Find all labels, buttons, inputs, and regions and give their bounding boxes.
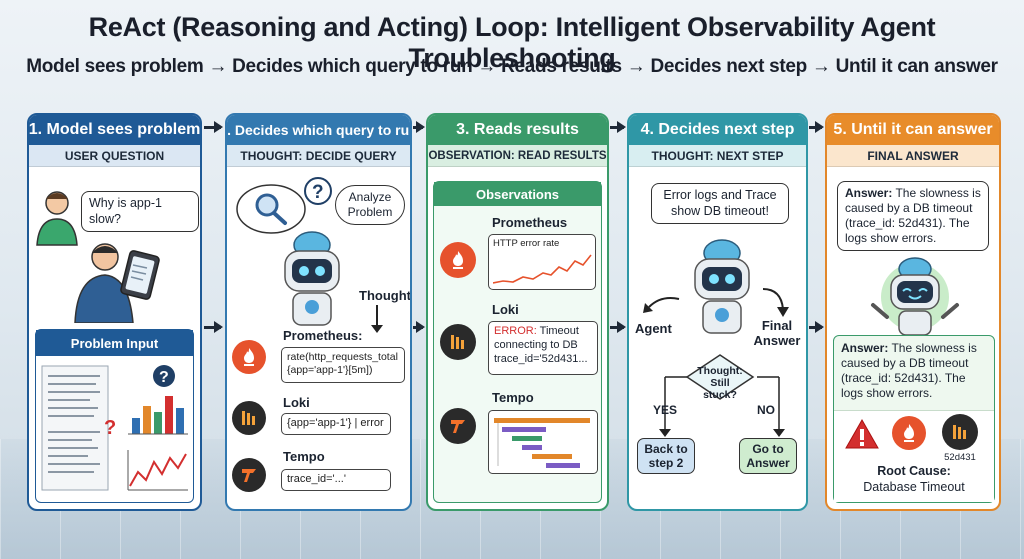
decision-branches (659, 376, 785, 437)
magnifier-thought-icon (236, 184, 306, 234)
loki-icon (942, 414, 978, 450)
prometheus-icon (232, 340, 266, 374)
svg-text:?: ? (159, 369, 169, 386)
step-4-panel: 4. Decides next step THOUGHT: NEXT STEP … (627, 113, 808, 511)
observation-tool-label-loki: Loki (492, 302, 519, 317)
flow-arrow-mid-3-4 (610, 321, 626, 333)
robot-agent-icon (284, 231, 340, 326)
step-4-subheader: THOUGHT: NEXT STEP (629, 145, 806, 167)
user-avatar-icon (36, 191, 78, 246)
root-cause-label: Root Cause: (877, 464, 951, 478)
final-answer-bold: Answer: (841, 341, 889, 355)
flow-arrow-mid-2-3 (413, 321, 425, 333)
prometheus-query-box: rate(http_requests_total{app='app-1'}[5m… (281, 347, 405, 383)
diagram-subtitle: Model sees problem → Decides which query… (26, 56, 998, 77)
problem-input-title: Problem Input (36, 330, 193, 356)
query-tool-label-prometheus: Prometheus: (283, 328, 363, 343)
tempo-query-box: trace_id='...' (281, 469, 391, 491)
error-rate-sparkline (493, 254, 592, 284)
step-5-header: 5. Until it can answer (827, 115, 999, 145)
tempo-icon (440, 408, 476, 444)
observations-title: Observations (434, 182, 601, 206)
problem-input-card: Problem Input ? ? (35, 329, 194, 503)
happy-robot-icon (871, 257, 959, 336)
observation-tool-label-tempo: Tempo (492, 390, 534, 405)
flow-arrow-mid-1-2 (204, 321, 223, 333)
step-3-header: 3. Reads results (428, 115, 607, 145)
no-label: NO (757, 403, 775, 417)
final-answer-card: Answer: The slowness is caused by a DB t… (833, 335, 995, 503)
insight-bubble: Error logs and Trace show DB timeout! (651, 183, 789, 225)
decision-text: Thought: Still stuck? (697, 365, 743, 402)
answer-bubble-bold: Answer: (845, 186, 893, 200)
loki-query-box: {app='app-1'} | error (281, 413, 391, 435)
question-mark-icon: ? (304, 177, 332, 205)
decision-diamond (685, 354, 755, 400)
tempo-icon (232, 458, 266, 492)
query-tool-label-tempo: Tempo (283, 449, 325, 464)
robot-agent-icon (694, 239, 750, 334)
loki-icon (232, 401, 266, 435)
final-answer-text-block: Answer: The slowness is caused by a DB t… (834, 336, 994, 406)
query-tool-label-loki: Loki (283, 395, 310, 410)
final-answer-arrow-icon (762, 288, 789, 317)
agent-label: Agent (635, 321, 672, 336)
svg-text:?: ? (312, 182, 324, 203)
loki-result-text: Timeout connecting to DB trace_id='52d43… (494, 325, 588, 365)
go-to-answer-node: Go to Answer (739, 438, 797, 474)
analyze-problem-bubble: Analyze Problem (335, 185, 405, 225)
loki-icon (440, 324, 476, 360)
flow-arrow-mid-4-5 (809, 321, 824, 333)
yes-label: YES (653, 403, 678, 417)
step-5-subheader: FINAL ANSWER (827, 145, 999, 167)
pointing-arrow-icon (643, 297, 680, 313)
warning-icon (845, 418, 879, 449)
http-error-rate-label: HTTP error rate (493, 238, 560, 249)
flow-arrow-4-5 (809, 121, 824, 133)
prometheus-icon (440, 242, 476, 278)
flow-arrow-3-4 (610, 121, 626, 133)
thought-arrow-icon (371, 305, 383, 333)
trace-id-label: 52d431 (944, 452, 976, 463)
step-2-header: 2. Decides which query to run (227, 115, 410, 145)
step-1-header: 1. Model sees problem (29, 115, 200, 145)
answer-bubble-text: The slowness is caused by a DB timeout (… (845, 186, 981, 245)
answer-speech-bubble: Answer: The slowness is caused by a DB t… (837, 181, 989, 251)
observations-card: Observations Prometheus HTTP error rate … (433, 181, 602, 503)
step-3-panel: 3. Reads results OBSERVATION: READ RESUL… (426, 113, 609, 511)
user-question-bubble: Why is app-1 slow? (81, 191, 199, 233)
loki-result-box: ERROR: Timeout connecting to DB trace_id… (488, 321, 598, 375)
prometheus-icon (892, 416, 926, 450)
back-to-step-2-node: Back to step 2 (637, 438, 695, 474)
http-error-rate-chart: HTTP error rate (488, 234, 596, 290)
final-answer-text: The slowness is caused by a DB timeout (… (841, 341, 977, 400)
flow-arrow-2-3 (413, 121, 425, 133)
svg-text:?: ? (104, 417, 116, 439)
person-with-tablet-icon (74, 243, 160, 323)
step-2-subheader: THOUGHT: DECIDE QUERY (227, 145, 410, 167)
diagram-title: ReAct (Reasoning and Acting) Loop: Intel… (88, 12, 936, 73)
root-cause-value: Database Timeout (863, 480, 965, 494)
step-5-panel: 5. Until it can answer FINAL ANSWER Answ… (825, 113, 1001, 511)
trace-waterfall-chart (488, 410, 598, 474)
step-2-panel: 2. Decides which query to run THOUGHT: D… (225, 113, 412, 511)
step-3-subheader: OBSERVATION: READ RESULTS (428, 145, 607, 167)
step-1-subheader: USER QUESTION (29, 145, 200, 167)
thought-label: Thought (359, 288, 411, 303)
step-4-header: 4. Decides next step (629, 115, 806, 145)
final-answer-label: Final Answer (753, 318, 801, 348)
step-1-panel: 1. Model sees problem USER QUESTION Why … (27, 113, 202, 511)
flow-arrow-1-2 (204, 121, 223, 133)
problem-input-illustration: ? ? (41, 365, 188, 491)
loki-error-word: ERROR: (494, 325, 537, 337)
observation-tool-label-prometheus: Prometheus (492, 215, 568, 230)
